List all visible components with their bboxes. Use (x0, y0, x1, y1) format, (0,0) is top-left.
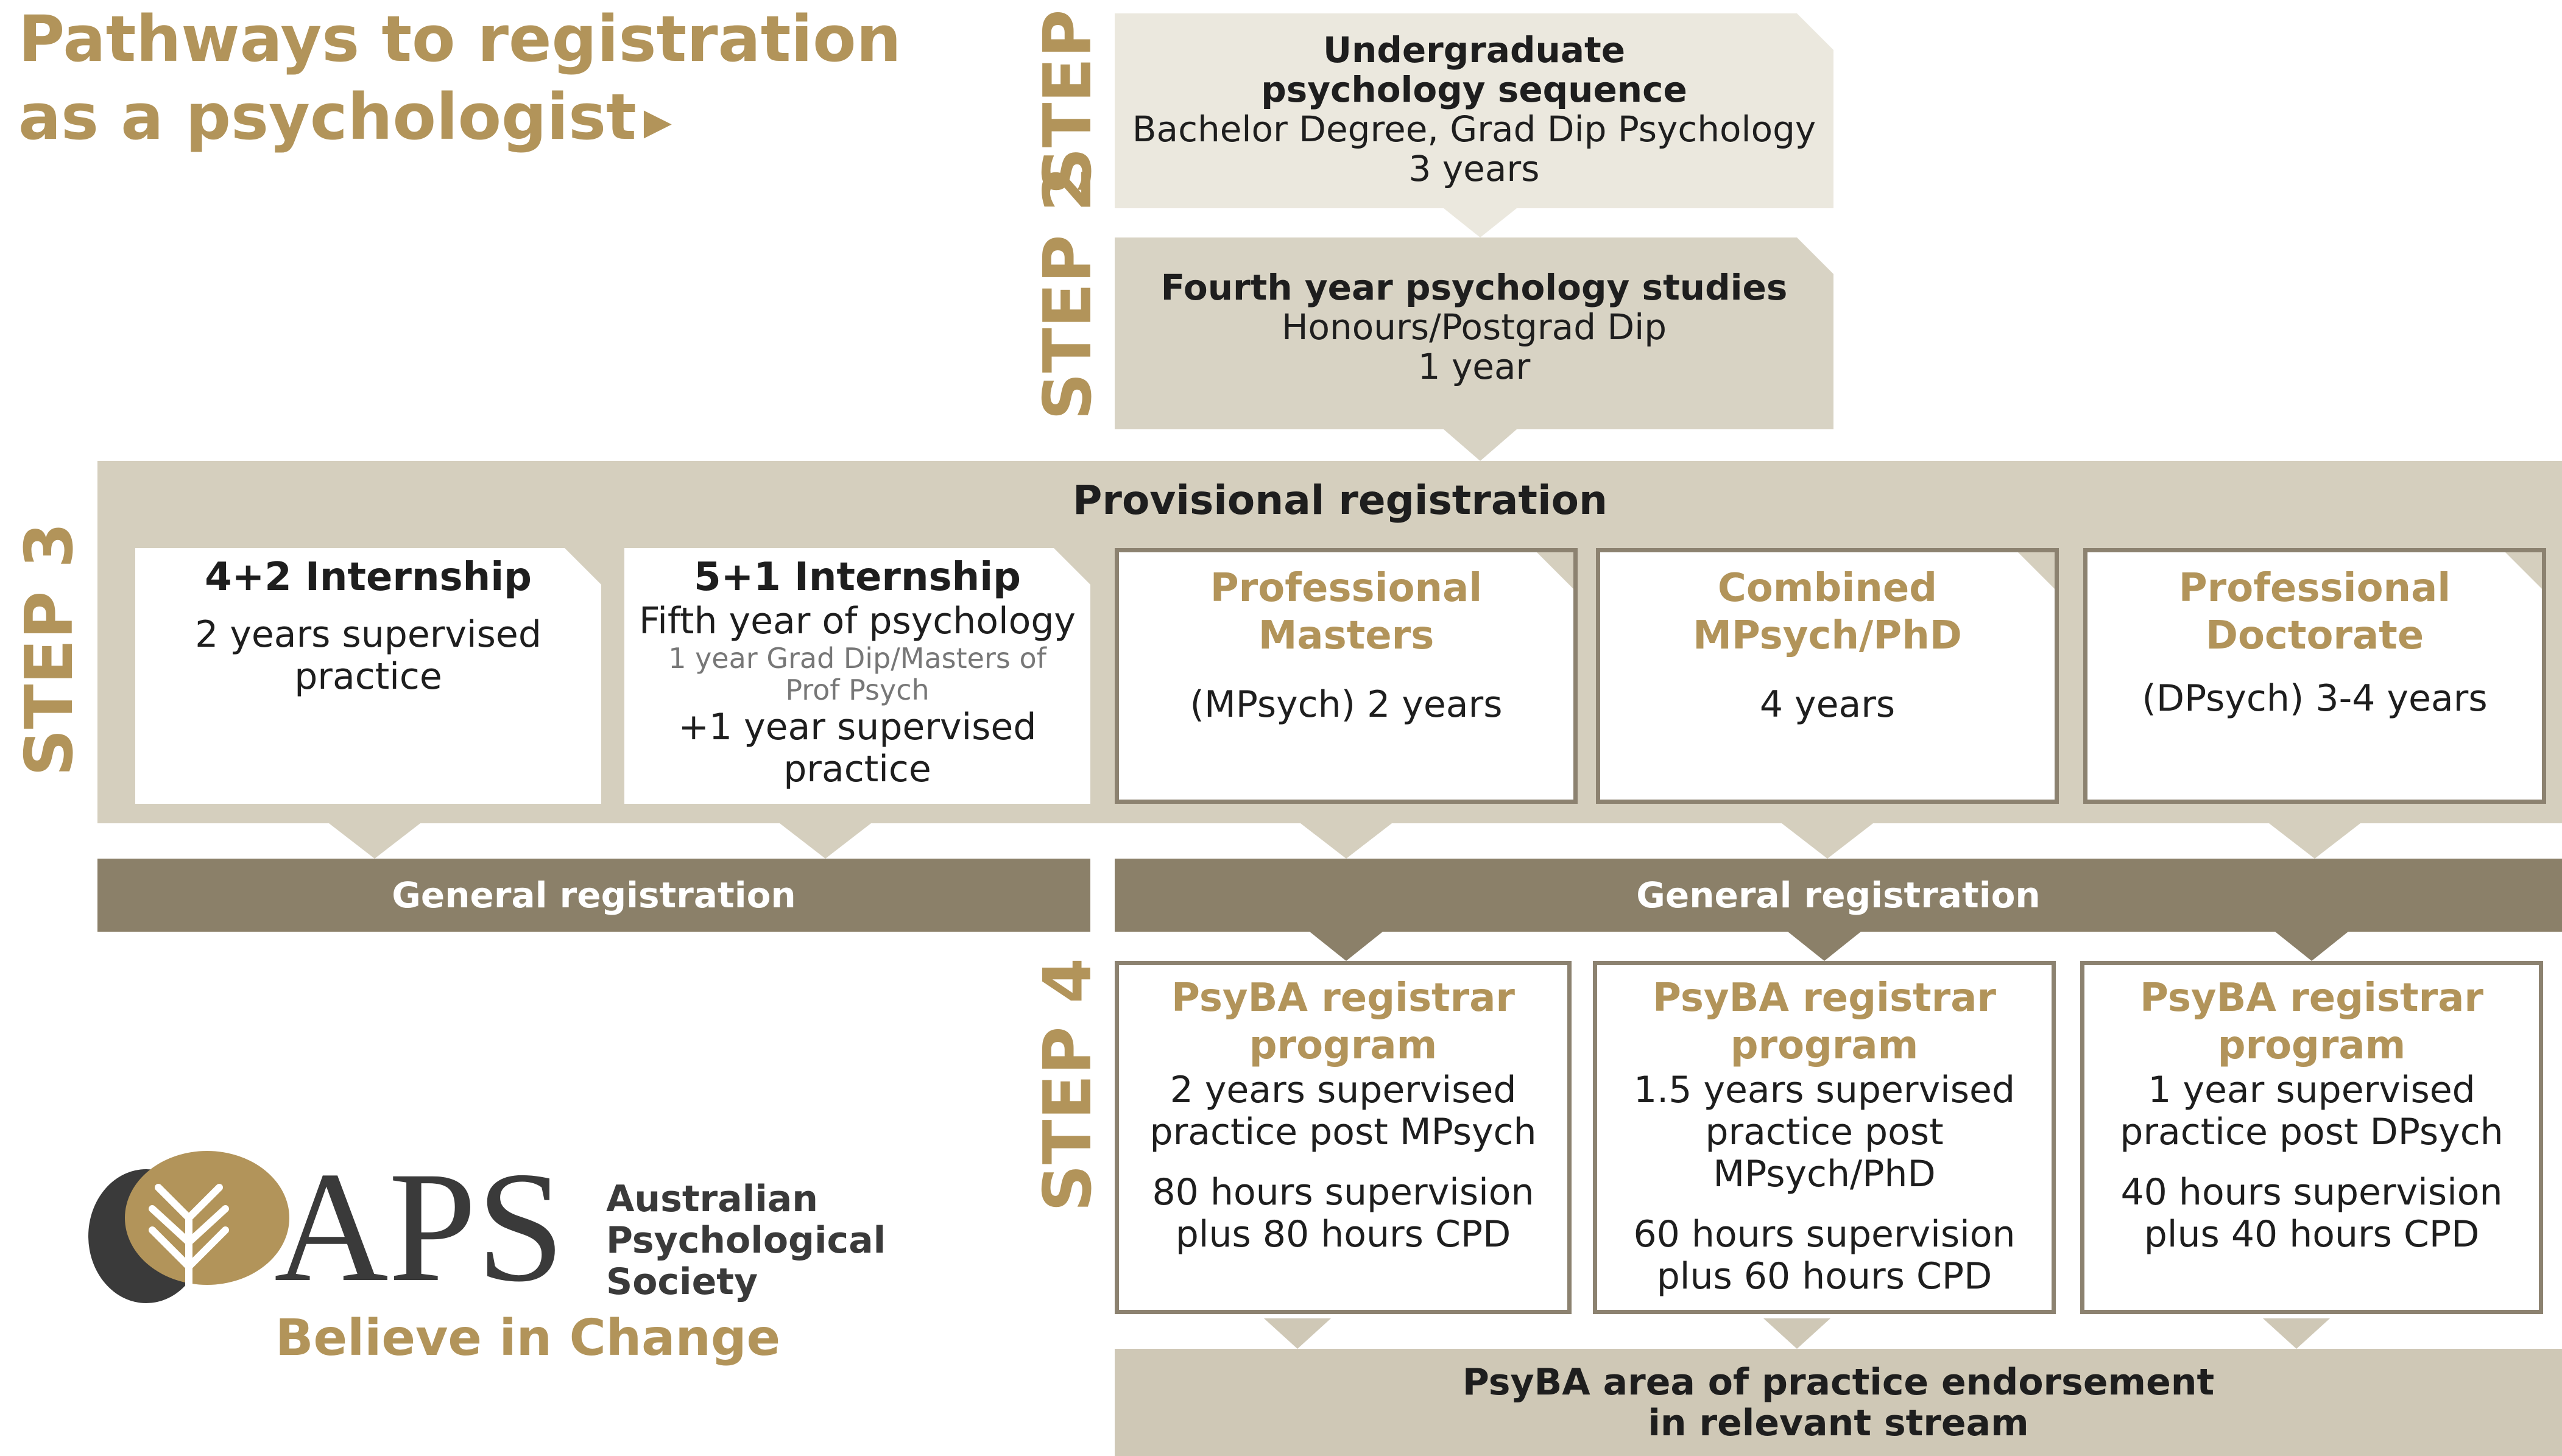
aps-name-line-2: Psychological (606, 1219, 886, 1262)
card-line: 1 year supervised (2148, 1069, 2476, 1112)
card-line: plus 60 hours CPD (1656, 1255, 1992, 1298)
card-title: PsyBA registrar (1171, 976, 1515, 1021)
card-small-line: Prof Psych (785, 673, 930, 707)
corner-fold (1797, 13, 1833, 50)
card-line: 80 hours supervision (1152, 1171, 1534, 1214)
corner-fold (1054, 548, 1090, 585)
card-title: 5+1 Internship (694, 555, 1021, 600)
card-line: practice (783, 748, 931, 791)
arrow-step2-to-step3 (1444, 429, 1517, 461)
general-registration-band-left: General registration (97, 859, 1090, 932)
card-line: 2 years supervised (195, 613, 542, 656)
corner-fold (2018, 552, 2055, 589)
card-line: 40 hours supervision (2120, 1171, 2503, 1214)
card-title: Professional (1210, 566, 1483, 611)
arrow-to-endorsement (1264, 1318, 1331, 1349)
corner-fold (1531, 965, 1567, 1002)
arrow-to-endorsement (1763, 1318, 1830, 1349)
card-line: +1 year supervised (678, 706, 1037, 749)
step-2-qualification: Honours/Postgrad Dip (1281, 306, 1667, 348)
internship-4-2-card: 4+2 Internship 2 years supervised practi… (135, 548, 601, 804)
card-small-line: 1 year Grad Dip/Masters of (668, 641, 1046, 675)
provisional-registration-heading: Provisional registration (1073, 477, 1607, 524)
arrow-to-step4 (2275, 932, 2348, 961)
combined-mpsych-phd-card: Combined MPsych/PhD 4 years (1596, 548, 2059, 804)
card-line: 2 years supervised (1170, 1069, 1517, 1112)
corner-fold (1537, 552, 1573, 589)
arrow-to-general-reg (2269, 823, 2360, 859)
card-title: PsyBA registrar (2140, 976, 2483, 1021)
card-line: 60 hours supervision (1633, 1213, 2016, 1256)
corner-fold (2505, 552, 2542, 589)
card-line: MPsych/PhD (1713, 1153, 1936, 1196)
card-line: plus 80 hours CPD (1175, 1213, 1511, 1256)
endorsement-line-1: PsyBA area of practice endorsement (1462, 1361, 2215, 1404)
card-title: program (2217, 1023, 2406, 1069)
card-line: Fifth year of psychology (639, 599, 1076, 642)
aps-society-name: Australian Psychological Society (606, 1178, 886, 1303)
arrow-to-general-reg (1300, 823, 1392, 859)
step-1-duration: 3 years (1408, 147, 1540, 189)
step-1-box: Undergraduate psychology sequence Bachel… (1115, 13, 1833, 208)
corner-fold (565, 548, 601, 585)
professional-doctorate-card: Professional Doctorate (DPsych) 3-4 year… (2083, 548, 2546, 804)
card-title: Combined (1717, 566, 1938, 611)
card-line: practice (294, 655, 442, 698)
arrow-to-step4 (1310, 932, 1383, 961)
step-2-duration: 1 year (1417, 345, 1531, 387)
arrow-to-endorsement (2263, 1318, 2330, 1349)
step-1-title-line-2: psychology sequence (1261, 68, 1687, 110)
card-title: program (1249, 1023, 1438, 1069)
card-line: 1.5 years supervised (1633, 1069, 2016, 1112)
corner-fold (1797, 237, 1833, 274)
card-title: MPsych/PhD (1693, 613, 1962, 659)
title-line-1: Pathways to registration (18, 2, 902, 76)
aps-acronym: APS (274, 1139, 565, 1315)
professional-masters-card: Professional Masters (MPsych) 2 years (1115, 548, 1578, 804)
card-title: PsyBA registrar (1653, 976, 1996, 1021)
step-1-degree: Bachelor Degree, Grad Dip Psychology (1132, 108, 1816, 150)
arrow-step1-to-step2 (1444, 208, 1517, 237)
card-title: Masters (1258, 613, 1435, 659)
registrar-program-mpsych-card: PsyBA registrar program 2 years supervis… (1115, 961, 1572, 1314)
arrow-to-general-reg (329, 823, 420, 859)
registrar-program-mpsych-phd-card: PsyBA registrar program 1.5 years superv… (1593, 961, 2056, 1314)
card-detail: (MPsych) 2 years (1190, 683, 1503, 726)
title-line-2: as a psychologist▶ (18, 78, 902, 161)
step-2-box: Fourth year psychology studies Honours/P… (1115, 237, 1833, 429)
card-title: Professional (2178, 566, 2451, 611)
card-detail: 4 years (1759, 683, 1896, 726)
card-line: practice post (1705, 1111, 1944, 1154)
aps-name-line-1: Australian (606, 1178, 818, 1220)
card-line: practice post MPsych (1149, 1111, 1537, 1154)
aps-tagline: Believe in Change (275, 1309, 781, 1367)
card-line: practice post DPsych (2120, 1111, 2504, 1154)
card-detail: (DPsych) 3-4 years (2142, 677, 2488, 720)
step-1-title-line-1: Undergraduate (1322, 29, 1626, 71)
endorsement-line-2: in relevant stream (1648, 1402, 2029, 1445)
arrow-to-general-reg (1782, 823, 1873, 859)
aps-logo-icon (88, 1151, 289, 1307)
card-title: 4+2 Internship (205, 555, 532, 600)
general-registration-band-right: General registration (1115, 859, 2562, 932)
arrow-to-step4 (1788, 932, 1861, 961)
arrow-to-general-reg (780, 823, 871, 859)
triangle-right-icon: ▶ (643, 100, 672, 143)
internship-5-1-card: 5+1 Internship Fifth year of psychology … (624, 548, 1090, 804)
endorsement-band: PsyBA area of practice endorsement in re… (1115, 1349, 2562, 1456)
step-2-title: Fourth year psychology studies (1160, 267, 1788, 308)
card-title: program (1730, 1023, 1919, 1069)
page-title: Pathways to registration as a psychologi… (18, 0, 902, 161)
aps-logo-mark (85, 1151, 292, 1315)
registrar-program-dpsych-card: PsyBA registrar program 1 year supervise… (2080, 961, 2543, 1314)
corner-fold (2015, 965, 2052, 1002)
card-title: Doctorate (2205, 613, 2424, 659)
aps-name-line-3: Society (606, 1261, 758, 1303)
card-line: plus 40 hours CPD (2144, 1213, 2480, 1256)
corner-fold (2502, 965, 2539, 1002)
